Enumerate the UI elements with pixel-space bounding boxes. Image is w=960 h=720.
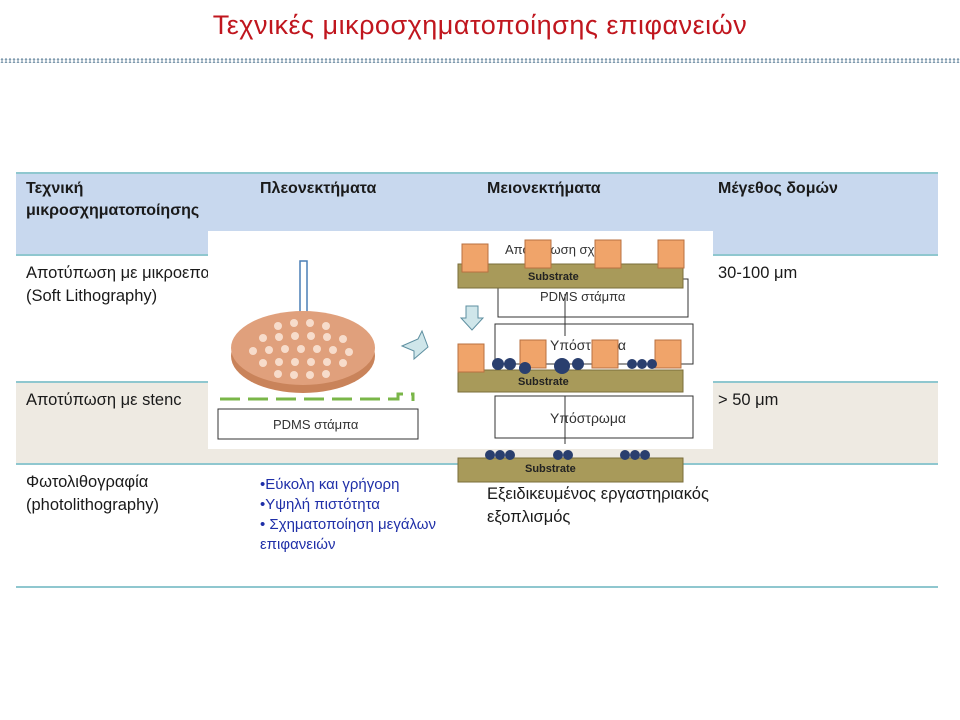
substrate-label: Substrate (525, 463, 576, 475)
pads-top (461, 239, 685, 273)
substrate-bar (457, 457, 684, 483)
header-disadvantages: Μειονεκτήματα (487, 180, 601, 197)
stamp-profile-line (220, 392, 415, 401)
advantage-item: • Σχηματοποίηση μεγάλων επιφανειών (260, 516, 436, 553)
substrate-label: Substrate (528, 271, 579, 283)
substrate-label-gr: Υπόστρωμα (550, 410, 626, 426)
substrate-bar (457, 263, 684, 289)
stamp-label-right: PDMS στάμπα (540, 289, 626, 304)
down-arrow-icon (459, 305, 485, 331)
ink-molecules-bottom (485, 450, 650, 460)
substrate-bar (457, 369, 684, 393)
row-structure-size: 30-100 μm (718, 264, 798, 282)
substrate-label: Substrate (518, 376, 569, 388)
row-technique: Αποτύπωση με stenc (26, 391, 182, 409)
header-technique: Τεχνική μικροσχηματοποίησης (26, 180, 200, 219)
table-row: Φωτολιθογραφία (photolithography) •Εύκολ… (16, 465, 938, 586)
header-structure-size: Μέγεθος δομών (718, 180, 838, 197)
stamp-dots (249, 319, 353, 379)
row-technique: Φωτολιθογραφία (photolithography) (26, 473, 159, 514)
row-disadvantages: Εξειδικευμένος εργαστηριακός εξοπλισμός (487, 485, 709, 526)
row-technique: Αποτύπωση με μικροεπαφή (Soft Lithograph… (26, 264, 230, 305)
row-advantages: •Εύκολη και γρήγορη •Υψηλή πιστότητα • Σ… (260, 475, 482, 555)
advantage-item: •Υψηλή πιστότητα (260, 496, 380, 513)
stamp-label: PDMS στάμπα (273, 417, 359, 432)
printing-sequence-figure: Αποτύπωση σχήμα Substrate Υπόστρωμα Subs… (457, 239, 694, 483)
ink-molecules-middle (492, 358, 657, 374)
table-top-line (16, 172, 938, 174)
table-bottom-line (16, 586, 938, 588)
substrate-box (494, 395, 694, 439)
row-structure-size: > 50 μm (718, 391, 779, 409)
slide-title: Τεχνικές μικροσχηματοποίησης επιφανειών (212, 10, 748, 40)
advantage-item: •Εύκολη και γρήγορη (260, 476, 400, 493)
title-dotted-divider (0, 58, 960, 63)
right-arrow-icon (400, 329, 429, 361)
stamp-profile-box (217, 408, 419, 440)
header-advantages: Πλεονεκτήματα (260, 180, 377, 197)
